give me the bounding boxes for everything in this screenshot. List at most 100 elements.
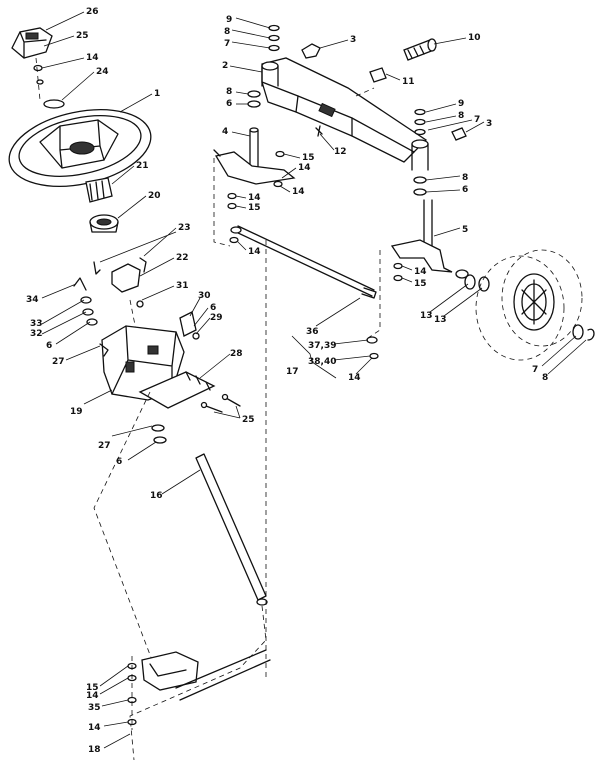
callout-8: 8 [458,111,464,121]
callout-8: 8 [462,173,468,183]
callout-26: 26 [86,7,99,17]
callout-19: 19 [70,407,83,417]
callout-15: 15 [86,683,99,693]
callout-labels: 26 25 14 24 1 21 20 23 22 31 34 33 32 6 … [26,7,548,755]
callout-24: 24 [96,67,109,77]
callout-29: 29 [210,313,223,323]
callout-2: 2 [222,61,228,71]
callout-25: 25 [242,415,255,425]
callout-1: 1 [154,89,160,99]
drag-link-part [195,453,268,606]
callout-14: 14 [292,187,305,197]
cap-fastener-part [33,57,44,101]
callout-10: 10 [468,33,481,43]
callout-13: 13 [420,311,433,321]
left-top-hardware-part [268,24,280,52]
callout-38-40: 38,40 [308,357,336,367]
callout-7: 7 [532,365,538,375]
right-top-hardware-part [414,108,426,136]
wheel-cap-part [572,324,595,341]
callout-3: 3 [350,35,356,45]
callout-3: 3 [486,119,492,129]
wheel-hub-part [85,177,113,203]
pin-part [136,300,144,308]
sleeve-line [355,87,375,97]
callout-7: 7 [474,115,480,125]
front-wheel-part [475,249,583,361]
callout-9: 9 [226,15,232,25]
callout-15: 15 [414,279,427,289]
callout-14: 14 [414,267,427,277]
callout-20: 20 [148,191,161,201]
left-spindle-part [213,127,296,185]
mounting-outline [93,391,153,661]
callout-6: 6 [46,341,52,351]
callout-37-39: 37,39 [308,341,336,351]
tie-rod-end-hardware-part [366,336,379,360]
callout-6: 6 [462,185,468,195]
callout-36: 36 [306,327,319,337]
wheel-washers-part [464,274,490,292]
pivot-bolt-part [403,38,437,61]
callout-28: 28 [230,349,243,359]
callout-6: 6 [210,303,216,313]
steering-wheel-part [8,109,152,187]
right-clips-part [393,262,403,282]
left-spindle-outline [213,158,231,247]
callout-5: 5 [462,225,468,235]
callout-22: 22 [176,253,189,263]
callout-8: 8 [542,373,548,383]
right-spindle-tube-part [411,139,429,171]
callout-14: 14 [248,193,261,203]
gear-plate-part [138,371,216,409]
shaft-line [129,299,139,341]
callout-35: 35 [88,703,101,713]
callout-13: 13 [434,315,447,325]
callout-18: 18 [88,745,101,755]
callout-17: 17 [286,367,299,377]
callout-15: 15 [302,153,315,163]
right-spindle-part [390,199,469,279]
washer-part [43,99,65,109]
callout-6: 6 [226,99,232,109]
callout-9: 9 [458,99,464,109]
left-spindle-tube-part [261,61,279,87]
callout-32: 32 [30,329,43,339]
callout-33: 33 [30,319,43,329]
tie-rod-part [229,225,377,299]
right-spindle-washers-part [413,176,427,196]
bushing-part [89,214,119,233]
grease-nipple-part [315,125,323,137]
linkage-outline [129,605,267,761]
plate-bolts-part [200,393,241,413]
right-grease-fitting-part [451,127,467,141]
callout-6: 6 [116,457,122,467]
steering-cap-part [11,27,53,59]
callout-31: 31 [176,281,189,291]
callout-27: 27 [98,441,111,451]
sleeve-part [369,67,387,83]
callout-8: 8 [226,87,232,97]
callout-4: 4 [222,127,228,137]
callout-16: 16 [150,491,163,501]
spring-stack-part [73,277,98,326]
callout-7: 7 [224,39,230,49]
callout-23: 23 [178,223,191,233]
pitman-arm-part [127,649,271,730]
right-spindle-outline [367,250,381,339]
lower-bushing-part [151,424,167,444]
callout-14: 14 [248,247,261,257]
grease-fitting-part [301,43,321,59]
callout-25: 25 [76,31,89,41]
callout-14: 14 [298,163,311,173]
callout-15: 15 [248,203,261,213]
bracket-bolt-part [179,311,200,340]
callout-11: 11 [402,77,415,87]
left-clips-part [227,150,285,210]
callout-34: 34 [26,295,39,305]
callout-21: 21 [136,161,149,171]
callout-12: 12 [334,147,347,157]
callout-14: 14 [86,53,99,63]
